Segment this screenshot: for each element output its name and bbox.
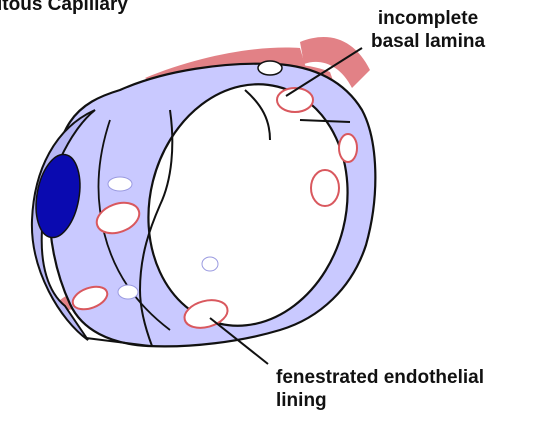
endothelial-lining-label-line-1: fenestrated endothelial <box>276 366 484 389</box>
endothelial-lining-label-line-2: lining <box>276 389 484 412</box>
basal-lamina-label-line-2: basal lamina <box>353 30 503 53</box>
basal-lamina-label-line-1: incomplete <box>353 7 503 30</box>
basal-lamina-label: incomplete basal lamina <box>353 7 503 53</box>
endothelial-lining-label: fenestrated endothelial lining <box>276 366 484 412</box>
diagram-title: itous Capillary <box>0 0 128 16</box>
